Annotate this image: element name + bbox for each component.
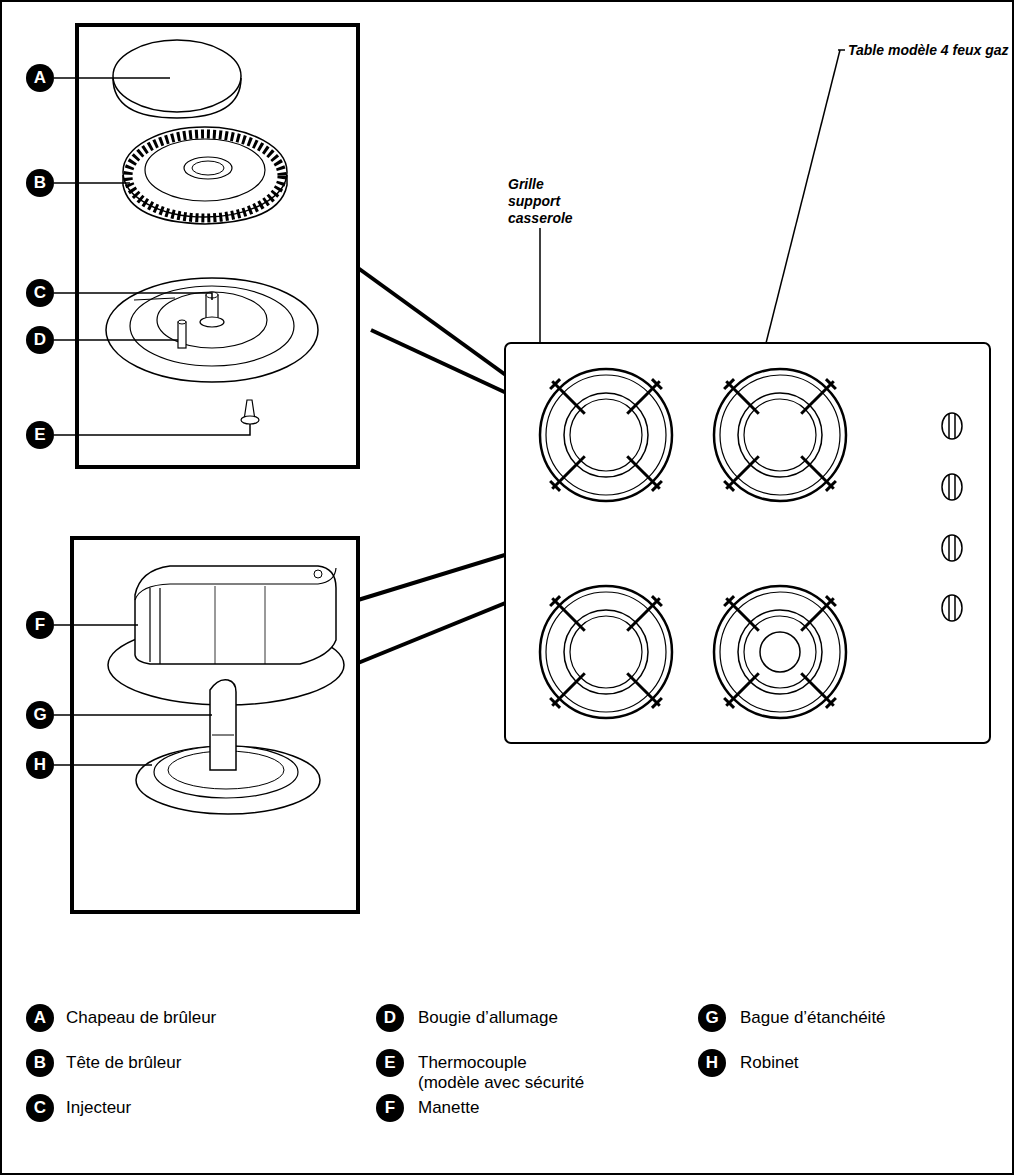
- callout-letter: D: [376, 1004, 404, 1032]
- legend-text: Chapeau de brûleur: [66, 1008, 216, 1028]
- grate-ring: [720, 592, 840, 712]
- grate-foot: [826, 698, 836, 708]
- grate-foot: [724, 596, 734, 606]
- callout-letter: C: [26, 1094, 54, 1122]
- callout-letter: E: [376, 1049, 404, 1077]
- grate-ring: [540, 586, 672, 718]
- grate-ring: [546, 375, 666, 495]
- grate-finger: [726, 598, 759, 631]
- inset-frame: [72, 538, 358, 912]
- grate-ring: [546, 592, 666, 712]
- legend-text: Bague d’étanchéité: [740, 1008, 886, 1028]
- burner-cap-small: [760, 632, 800, 672]
- grate-foot: [826, 481, 836, 491]
- callout-letter: F: [26, 611, 54, 639]
- legend-text: Injecteur: [66, 1098, 131, 1118]
- grate-finger: [552, 456, 585, 489]
- callout-letter: D: [26, 326, 54, 354]
- grate-foot: [550, 379, 560, 389]
- cooktop-burners: [540, 369, 846, 718]
- callout-letter: B: [26, 1049, 54, 1077]
- part-note: Table modèle 4 feux gaz: [848, 42, 1015, 59]
- grate-finger: [726, 673, 759, 706]
- knob-row: [942, 413, 962, 621]
- grate-finger: [801, 381, 834, 414]
- grate-finger: [627, 673, 660, 706]
- grate-ring: [540, 369, 672, 501]
- grate-ring: [720, 375, 840, 495]
- grate-foot: [826, 379, 836, 389]
- callout-letter: C: [26, 279, 54, 307]
- grate-finger: [627, 598, 660, 631]
- grate-foot: [652, 698, 662, 708]
- grate-ring: [714, 369, 846, 501]
- grate-finger: [552, 381, 585, 414]
- callout-letter: A: [26, 64, 54, 92]
- grate-finger: [726, 456, 759, 489]
- grate-finger: [801, 673, 834, 706]
- callout-letter: G: [26, 701, 54, 729]
- grate-foot: [550, 481, 560, 491]
- grate-foot: [652, 596, 662, 606]
- callout-letter: H: [698, 1049, 726, 1077]
- grate-foot: [550, 698, 560, 708]
- grate-finger: [726, 381, 759, 414]
- grate-finger: [801, 456, 834, 489]
- callout-letter: G: [698, 1004, 726, 1032]
- callout-letter: H: [26, 751, 54, 779]
- grate-foot: [724, 481, 734, 491]
- grate-finger: [627, 381, 660, 414]
- grate-ring: [714, 586, 846, 718]
- grate-finger: [552, 673, 585, 706]
- grate-finger: [552, 598, 585, 631]
- callout-letter: B: [26, 169, 54, 197]
- cooktop: [505, 343, 990, 743]
- grate-foot: [724, 379, 734, 389]
- legend-text: Manette: [418, 1098, 479, 1118]
- grate-foot: [826, 596, 836, 606]
- grate-foot: [652, 481, 662, 491]
- grate-finger: [627, 456, 660, 489]
- callout-letter: F: [376, 1094, 404, 1122]
- legend-text: Thermocouple (modèle avec sécurité: [418, 1053, 588, 1093]
- grate-foot: [652, 379, 662, 389]
- burner-cap: [113, 40, 241, 118]
- legend-text: Bougie d’allumage: [418, 1008, 558, 1028]
- callout-letter: E: [26, 421, 54, 449]
- inset-frame: [77, 25, 358, 467]
- grate-foot: [550, 596, 560, 606]
- legend-text: Robinet: [740, 1053, 799, 1073]
- grate-finger: [801, 598, 834, 631]
- valve: [136, 680, 320, 814]
- callout-letter: A: [26, 1004, 54, 1032]
- legend-text: Tête de brûleur: [66, 1053, 181, 1073]
- part-note: Grille support casserole: [508, 176, 588, 227]
- grate-foot: [724, 698, 734, 708]
- burner-head: [123, 127, 287, 224]
